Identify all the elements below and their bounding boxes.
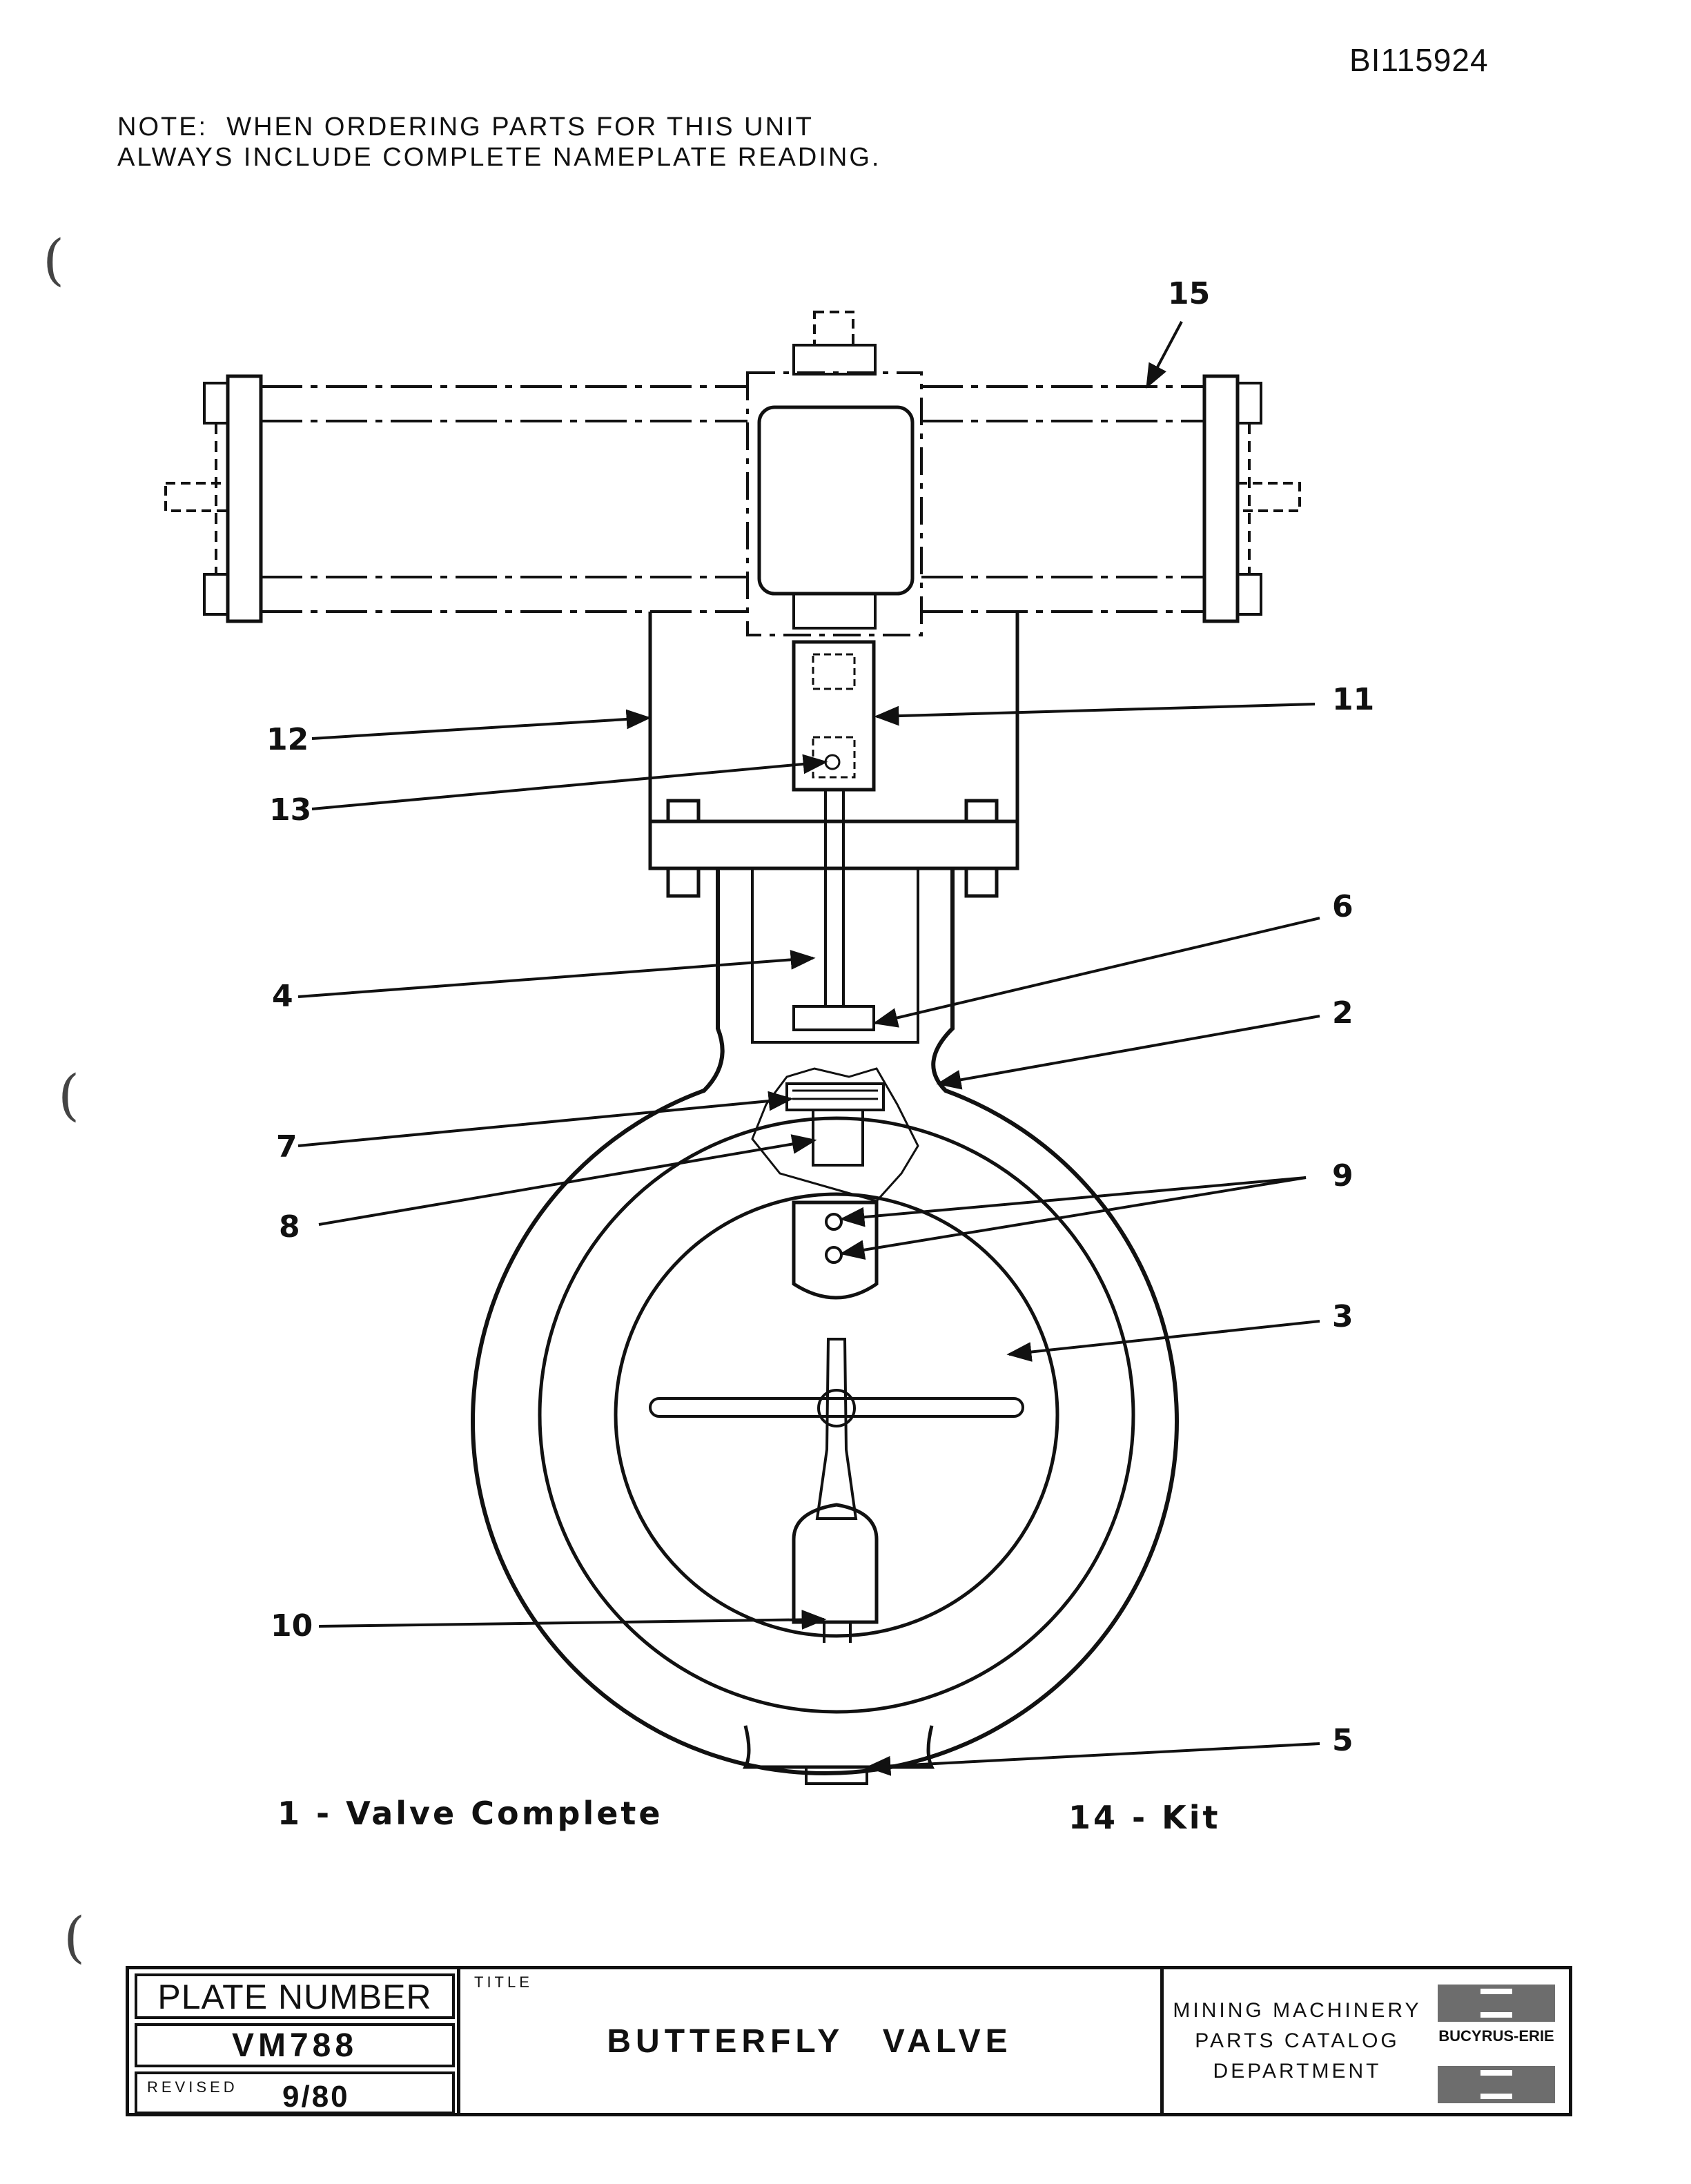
actuator-bottom-cap	[792, 592, 877, 630]
callout-15: 15	[1168, 276, 1210, 311]
callout-4: 4	[272, 979, 293, 1014]
revised-date: 9/80	[282, 2080, 350, 2114]
department-line-3: DEPARTMENT	[1213, 2060, 1382, 2083]
packing	[792, 1005, 875, 1031]
leader-9b	[839, 1176, 1307, 1260]
binder-hole-mark: (	[43, 228, 65, 292]
callout-10: 10	[271, 1608, 313, 1644]
bucyrus-erie-logo: BUCYRUS-ERIE	[1431, 1985, 1562, 2106]
right-end-cap	[1202, 374, 1240, 623]
actuator-housing	[746, 371, 923, 636]
drawing-title: BUTTERFLY VALVE	[607, 2022, 1013, 2060]
logo-mark-top	[1438, 1985, 1555, 2022]
bushing	[785, 1082, 885, 1111]
leader-13	[311, 754, 828, 810]
leader-4	[297, 950, 816, 998]
document-id: BI115924	[1349, 42, 1489, 78]
callout-9: 9	[1332, 1158, 1353, 1193]
mounting-bracket	[648, 612, 1019, 1008]
department-line-2: PARTS CATALOG	[1195, 2029, 1400, 2052]
butterfly-valve-drawing: 15 11 12 13 4 6 2 7 8 9 3 10 5	[164, 276, 1374, 1785]
lower-disc-hub	[792, 1503, 879, 1624]
leader-9a	[839, 1176, 1307, 1227]
bracket-flange	[648, 819, 1019, 870]
valve-inner-ring	[538, 1116, 1135, 1714]
leader-5	[866, 1742, 1320, 1776]
callout-7: 7	[276, 1129, 297, 1164]
actuator-top-cap	[792, 344, 877, 376]
binder-hole-mark: (	[63, 1905, 86, 1969]
leader-3	[1006, 1320, 1320, 1362]
leader-2	[936, 1015, 1320, 1090]
callout-11: 11	[1332, 682, 1374, 717]
callout-12: 12	[266, 722, 309, 757]
plate-number-label: PLATE NUMBER	[135, 1973, 455, 2019]
valve-body	[471, 868, 1179, 1785]
legend-kit: 14 - Kit	[1068, 1799, 1221, 1836]
note-line-2: ALWAYS INCLUDE COMPLETE NAMEPLATE READIN…	[117, 143, 881, 172]
callout-8: 8	[279, 1209, 300, 1245]
bottom-plug	[805, 1766, 868, 1785]
title-label: TITLE	[474, 1973, 533, 1991]
left-end-port	[164, 482, 229, 512]
disc-outline	[614, 1192, 1059, 1638]
leader-12	[311, 709, 652, 740]
revised-box: REVISED 9/80	[135, 2071, 455, 2114]
department-section: MINING MACHINERY PARTS CATALOG DEPARTMEN…	[1160, 1969, 1431, 2113]
upper-disc-hub	[792, 1200, 879, 1300]
left-end-cap	[226, 374, 263, 623]
logo-text: BUCYRUS-ERIE	[1438, 2027, 1554, 2045]
callout-13: 13	[269, 792, 311, 828]
revised-label: REVISED	[147, 2078, 238, 2096]
right-end-port	[1236, 482, 1301, 512]
actuator-center-block	[757, 405, 915, 596]
disc-rib-vertical	[815, 1338, 858, 1520]
callout-leaders	[297, 321, 1320, 1776]
binder-hole-mark: (	[58, 1063, 80, 1127]
callout-numbers: 15 11 12 13 4 6 2 7 8 9 3 10 5	[266, 276, 1374, 1758]
body-cutaway	[751, 1067, 919, 1202]
leader-11	[874, 703, 1316, 726]
leader-6	[872, 917, 1320, 1028]
disc-rib-horizontal	[649, 1397, 1024, 1418]
note-line-1: NOTE: WHEN ORDERING PARTS FOR THIS UNIT	[117, 113, 814, 142]
callout-3: 3	[1332, 1299, 1353, 1334]
coupling	[792, 640, 876, 792]
title-block: PLATE NUMBER VM788 REVISED 9/80 TITLE BU…	[126, 1966, 1572, 2116]
callout-6: 6	[1332, 889, 1353, 924]
logo-mark-bottom	[1438, 2066, 1555, 2103]
leader-10	[318, 1610, 827, 1630]
callout-5: 5	[1332, 1723, 1353, 1758]
body-bottom-boss	[742, 1725, 935, 1769]
plate-number: VM788	[135, 2023, 455, 2067]
actuator-top-stub	[813, 311, 854, 347]
leader-7	[297, 1091, 794, 1147]
ordering-note: NOTE: WHEN ORDERING PARTS FOR THIS UNIT …	[117, 112, 881, 173]
leader-15	[1146, 321, 1183, 389]
coupling-pin	[824, 754, 841, 770]
leader-8	[318, 1134, 817, 1226]
valve-disc	[614, 1192, 1059, 1643]
legend-valve-complete: 1 - Valve Complete	[277, 1795, 663, 1832]
callout-2: 2	[1332, 995, 1353, 1031]
plate-section: PLATE NUMBER VM788 REVISED 9/80	[129, 1969, 460, 2114]
department-line-1: MINING MACHINERY	[1173, 1999, 1422, 2022]
actuator-assembly	[164, 311, 1301, 636]
